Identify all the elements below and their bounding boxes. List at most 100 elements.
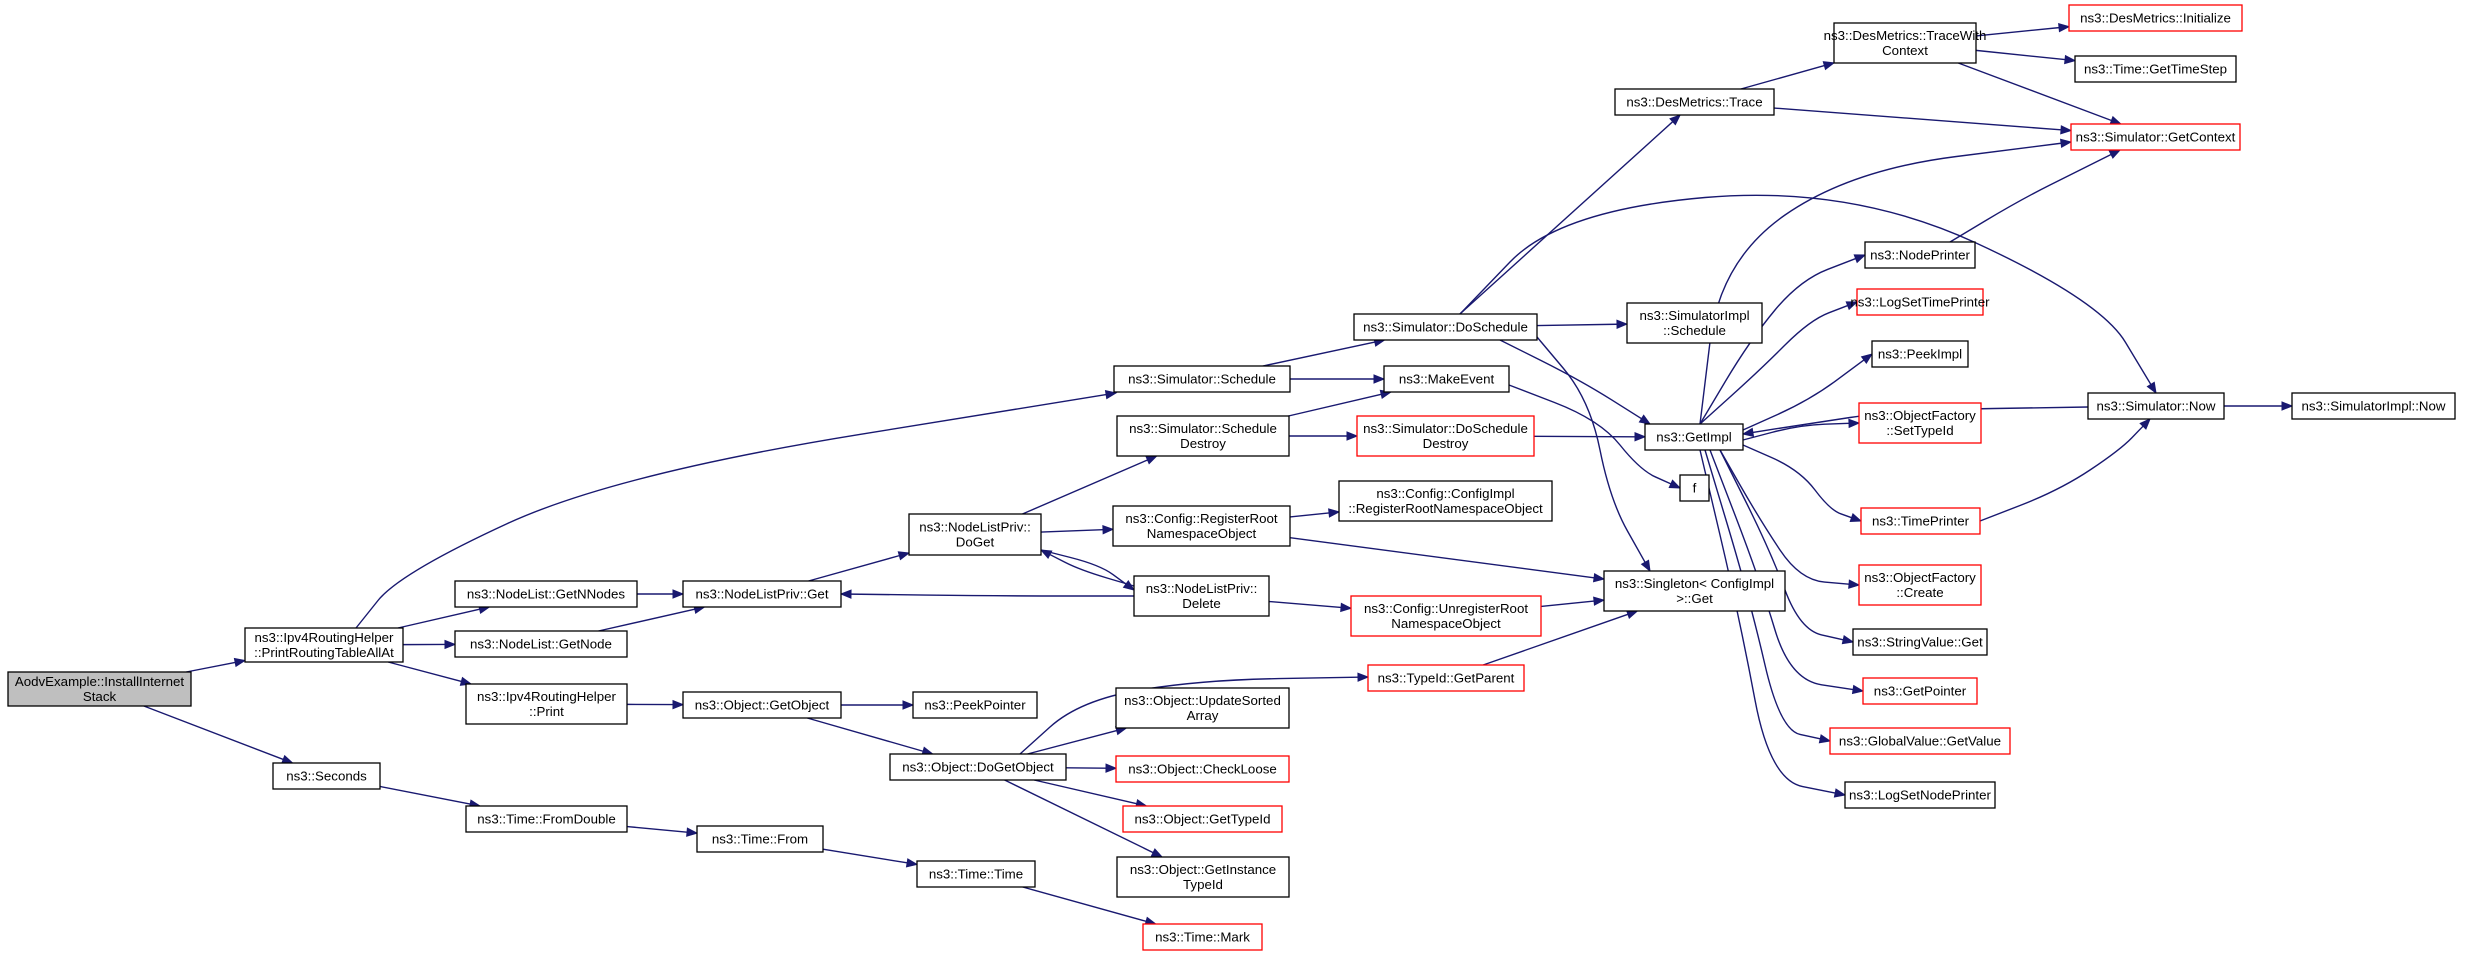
arrowhead <box>1102 524 1115 535</box>
node-label-line: ::PrintRoutingTableAllAt <box>254 645 394 660</box>
node-getimpl[interactable]: ns3::GetImpl <box>1644 423 1744 451</box>
node-label-line: ns3::Object::GetObject <box>695 698 830 713</box>
node-time-mark[interactable]: ns3::Time::Mark <box>1142 923 1263 951</box>
node-seconds[interactable]: ns3::Seconds <box>272 762 381 790</box>
node-nlp-get[interactable]: ns3::NodeListPriv::Get <box>682 580 842 608</box>
node-cfg-regroot[interactable]: ns3::Config::RegisterRootNamespaceObject <box>1112 505 1291 547</box>
node-box <box>1116 415 1290 457</box>
arrowhead <box>1669 114 1682 126</box>
arrowhead <box>1853 254 1867 264</box>
edge-line <box>397 608 480 629</box>
arrowhead <box>1841 635 1855 645</box>
node-ipv4rh-prta[interactable]: ns3::Ipv4RoutingHelper::PrintRoutingTabl… <box>244 627 404 663</box>
node-sim-schedule[interactable]: ns3::Simulator::Schedule <box>1113 365 1291 393</box>
node-obj-getobject[interactable]: ns3::Object::GetObject <box>682 691 842 719</box>
node-obj-gettypeid[interactable]: ns3::Object::GetTypeId <box>1122 805 1283 833</box>
edge-ipv4rh_prta-to-ipv4rh_print <box>387 661 473 686</box>
node-objfactory-create[interactable]: ns3::ObjectFactory::Create <box>1858 564 1982 606</box>
node-time-fromdouble[interactable]: ns3::Time::FromDouble <box>465 805 628 833</box>
arrowhead <box>1822 61 1836 71</box>
node-box <box>1858 402 1982 444</box>
node-ipv4rh-print[interactable]: ns3::Ipv4RoutingHelper::Print <box>465 683 628 725</box>
node-objfactory-settypeid[interactable]: ns3::ObjectFactory::SetTypeId <box>1858 402 1982 444</box>
node-globalvalue-getvalue[interactable]: ns3::GlobalValue::GetValue <box>1829 727 2011 755</box>
node-nl-getnode[interactable]: ns3::NodeList::GetNode <box>454 630 628 658</box>
node-nlp-doget[interactable]: ns3::NodeListPriv::DoGet <box>908 513 1042 556</box>
arrowhead <box>2146 381 2157 395</box>
node-simimpl-now[interactable]: ns3::SimulatorImpl::Now <box>2291 392 2456 420</box>
node-getpointer[interactable]: ns3::GetPointer <box>1862 677 1978 705</box>
node-makeevent[interactable]: ns3::MakeEvent <box>1383 365 1510 393</box>
edge-line <box>1979 425 2144 522</box>
node-typeid-getparent[interactable]: ns3::TypeId::GetParent <box>1367 664 1525 692</box>
node-stringvalue-get[interactable]: ns3::StringValue::Get <box>1852 628 1988 656</box>
edge-line <box>1975 49 2066 61</box>
node-sim-doschedule[interactable]: ns3::Simulator::DoSchedule <box>1353 313 1538 341</box>
node-cfgimpl-regroot[interactable]: ns3::Config::ConfigImpl::RegisterRootNam… <box>1338 480 1553 522</box>
node-time-from[interactable]: ns3::Time::From <box>696 825 824 853</box>
edge-root-to-ipv4rh_prta <box>186 657 247 673</box>
node-box <box>682 691 842 719</box>
node-obj-dogetobject[interactable]: ns3::Object::DoGetObject <box>889 753 1067 781</box>
node-sim-now[interactable]: ns3::Simulator::Now <box>2087 392 2225 420</box>
edge-line <box>1049 553 1135 587</box>
edge-line <box>1289 536 1595 579</box>
node-timeprinter[interactable]: ns3::TimePrinter <box>1860 507 1981 535</box>
node-time-gettimestep[interactable]: ns3::Time::GetTimeStep <box>2074 55 2237 83</box>
node-nl-getnnodes[interactable]: ns3::NodeList::GetNNodes <box>454 580 638 608</box>
edge-cfg_regroot-to-cfgimpl_regroot <box>1289 508 1341 518</box>
node-label-line: ::SetTypeId <box>1886 423 1953 438</box>
node-singleton-get[interactable]: ns3::Singleton< ConfigImpl>::Get <box>1603 570 1786 612</box>
node-logsettimeprinter[interactable]: ns3::LogSetTimePrinter <box>1850 288 1990 316</box>
node-label-line: ns3::MakeEvent <box>1399 372 1495 387</box>
node-nodeprinter[interactable]: ns3::NodePrinter <box>1864 241 1976 269</box>
node-label-line: Destroy <box>1180 436 1226 451</box>
arrowhead <box>905 858 919 868</box>
node-label-line: ns3::TimePrinter <box>1872 514 1970 529</box>
node-label-line: ns3::ObjectFactory <box>1864 408 1976 423</box>
node-box <box>1860 507 1981 535</box>
node-sim-getcontext[interactable]: ns3::Simulator::GetContext <box>2070 123 2241 151</box>
node-time-time[interactable]: ns3::Time::Time <box>916 860 1036 888</box>
edge-root-to-seconds <box>143 705 294 764</box>
arrowhead <box>1346 431 1359 441</box>
edge-line <box>1288 393 1382 417</box>
edge-nl_getnode-to-nlp_get <box>598 604 706 632</box>
node-box <box>1116 856 1290 898</box>
node-desm-trace[interactable]: ns3::DesMetrics::Trace <box>1614 88 1775 116</box>
node-obj-checkloose[interactable]: ns3::Object::CheckLoose <box>1115 755 1290 783</box>
node-nlp-delete[interactable]: ns3::NodeListPriv::Delete <box>1133 575 1270 617</box>
node-label-line: ns3::Object::UpdateSorted <box>1124 693 1281 708</box>
edge-getimpl-to-logsettimeprinter <box>1699 301 1859 425</box>
node-box <box>1112 505 1291 547</box>
node-peekimpl[interactable]: ns3::PeekImpl <box>1871 340 1969 368</box>
node-f[interactable]: f <box>1679 474 1710 502</box>
node-box <box>1679 474 1710 502</box>
node-desm-initialize[interactable]: ns3::DesMetrics::Initialize <box>2068 4 2243 32</box>
node-simimpl-schedule[interactable]: ns3::SimulatorImpl::Schedule <box>1626 302 1763 344</box>
edge-line <box>1268 600 1342 609</box>
node-peekpointer[interactable]: ns3::PeekPointer <box>912 691 1038 719</box>
edge-sim_doschedule-to-simimpl_schedule <box>1536 319 1629 329</box>
arrowhead <box>2281 401 2294 411</box>
edge-line <box>1699 304 1848 425</box>
node-label-line: ns3::SimulatorImpl <box>1639 308 1749 323</box>
node-logsetnodeprinter[interactable]: ns3::LogSetNodePrinter <box>1844 781 1996 809</box>
node-label-line: Destroy <box>1423 436 1469 451</box>
node-cfg-unregroot[interactable]: ns3::Config::UnregisterRootNamespaceObje… <box>1350 595 1542 637</box>
node-box <box>1844 781 1996 809</box>
node-label-line: ns3::LogSetTimePrinter <box>1850 295 1990 310</box>
arrowhead <box>1328 508 1341 518</box>
edge-typeid_getparent-to-singleton_get <box>1482 609 1639 666</box>
node-label-line: ns3::Ipv4RoutingHelper <box>255 630 395 645</box>
node-label-line: ns3::Time::Mark <box>1155 930 1250 945</box>
node-label-line: TypeId <box>1183 877 1223 892</box>
arrowhead <box>2109 115 2123 125</box>
